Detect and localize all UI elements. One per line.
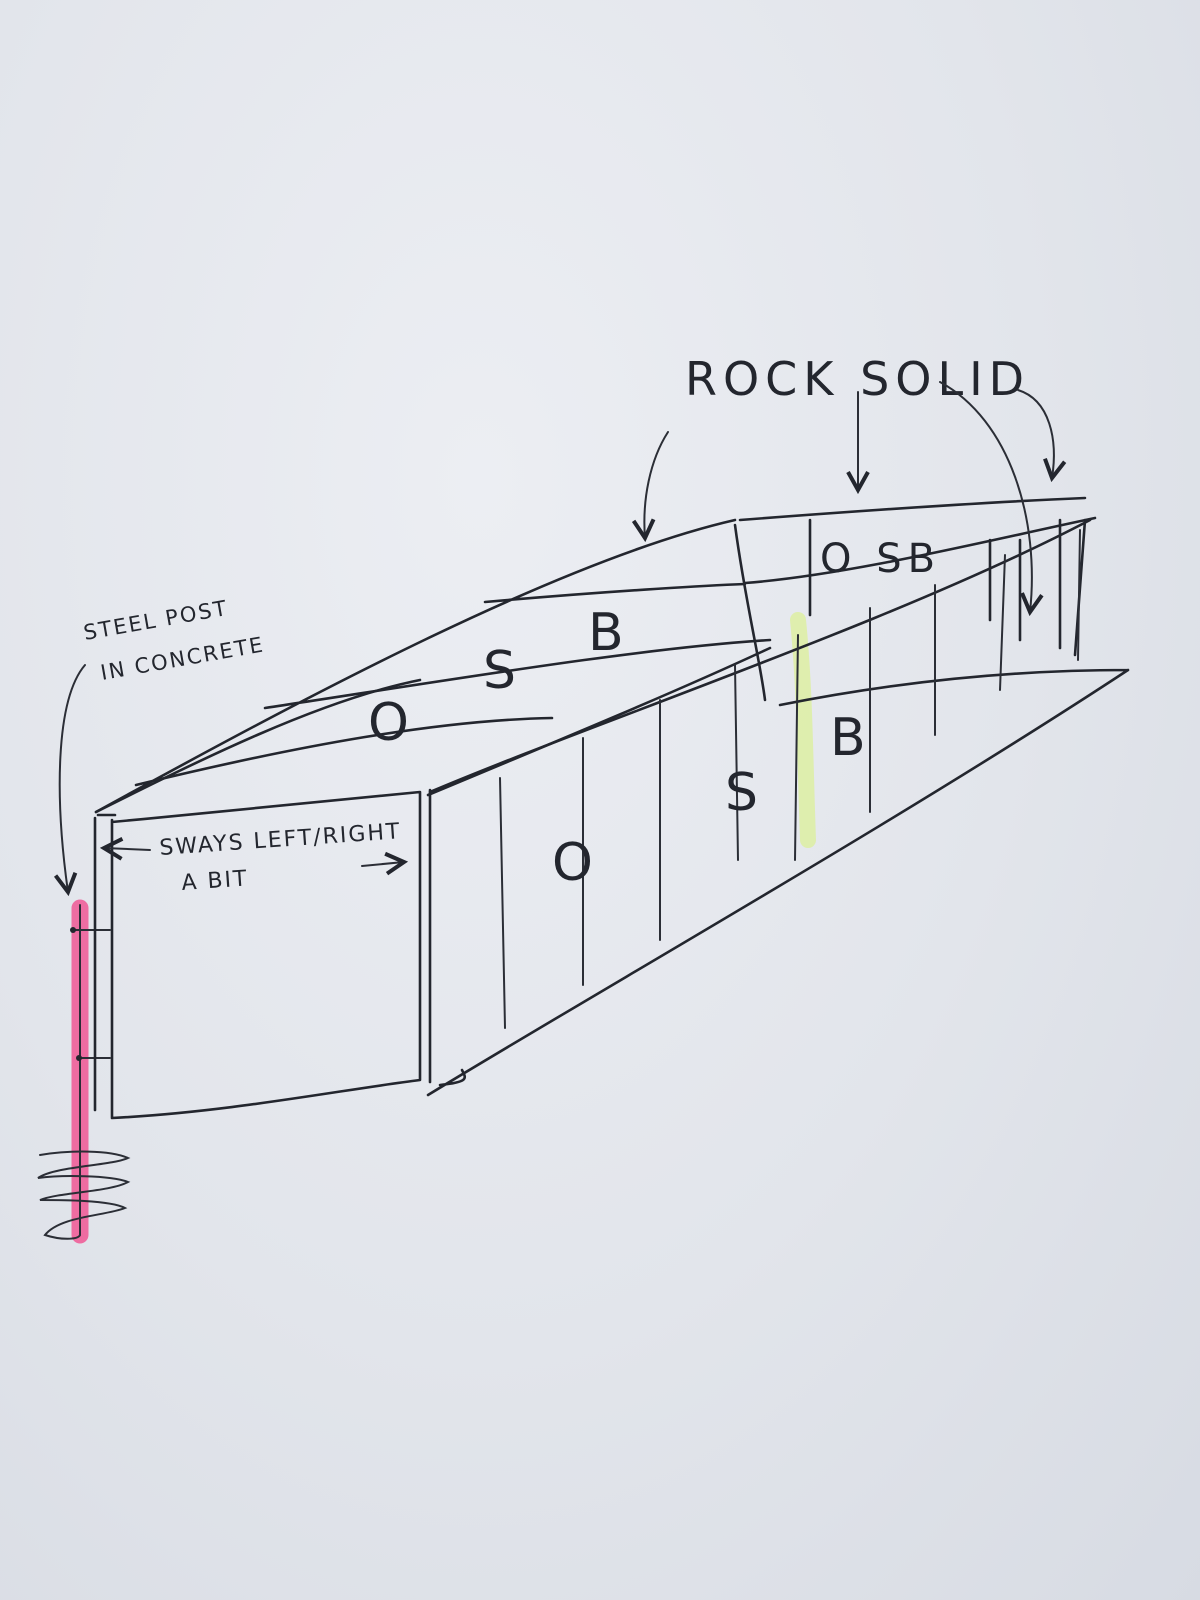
rock-solid-arrow-3: [939, 381, 1032, 612]
side-letter-s: S: [725, 763, 760, 823]
rock-solid-arrow-4: [1017, 389, 1054, 478]
steel-post-label-line1: STEEL POST: [82, 596, 230, 645]
box-side-panel-lines: [499, 529, 1081, 1029]
side-letter-o: O: [552, 833, 595, 893]
sways-arrow-left: [104, 848, 151, 850]
sways-arrow-right: [361, 862, 404, 866]
box-front-face: [93, 788, 432, 1120]
rock-solid-arrow-1: [644, 431, 669, 538]
rock-solid-label: ROCK SOLID: [685, 352, 1030, 406]
steel-post-arrow: [60, 664, 86, 892]
yellow-highlighter-mark: [790, 612, 816, 848]
top-letter-b: B: [588, 603, 626, 663]
concrete-footing: [37, 1150, 131, 1240]
side-letter-b: B: [830, 708, 868, 768]
steel-post-label-line2: IN CONCRETE: [99, 632, 267, 684]
top-right-osb: O SB: [820, 536, 941, 582]
sways-label-line1: SWAYS LEFT/RIGHT: [159, 819, 402, 861]
box-side-face: [426, 518, 1130, 1097]
box-top-face-edges: [94, 496, 1097, 814]
box-top-right-panels: [733, 518, 1087, 702]
top-letter-o: O: [368, 693, 411, 753]
sways-label-line2: A BIT: [181, 866, 250, 896]
box-top-front-edge: [94, 646, 772, 814]
top-letter-s: S: [483, 641, 518, 701]
